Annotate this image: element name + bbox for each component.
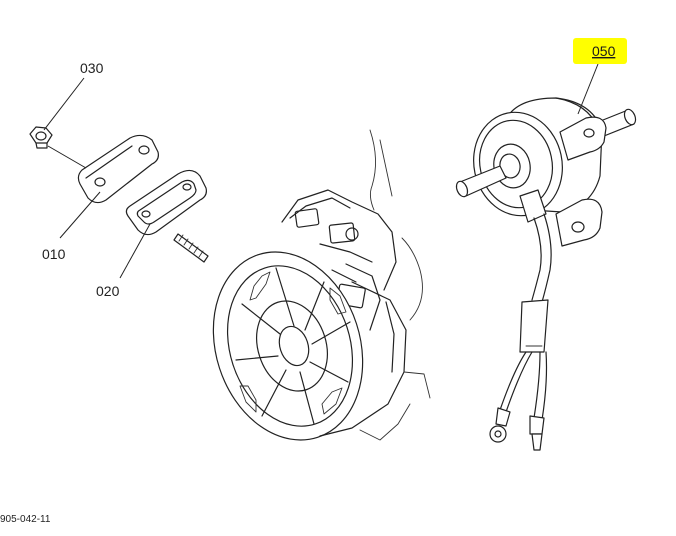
leader-030	[43, 77, 85, 131]
leader-010	[59, 191, 101, 239]
gasket-020	[125, 169, 207, 236]
callout-010[interactable]: 010	[42, 246, 66, 262]
leader-020	[119, 223, 151, 279]
callout-020[interactable]: 020	[96, 283, 120, 299]
cover-plate-010	[77, 134, 159, 204]
callout-030[interactable]: 030	[80, 60, 104, 76]
fuel-pump-050	[455, 97, 637, 247]
nut-030	[29, 126, 53, 149]
stud-bolt	[173, 233, 209, 263]
callout-050[interactable]: 050	[592, 43, 616, 59]
engine-housing	[212, 129, 431, 441]
callout-050-highlight	[573, 38, 627, 64]
leader-050	[577, 63, 599, 115]
wire-harness	[489, 213, 552, 451]
reference-code: 905-042-11	[0, 514, 51, 525]
